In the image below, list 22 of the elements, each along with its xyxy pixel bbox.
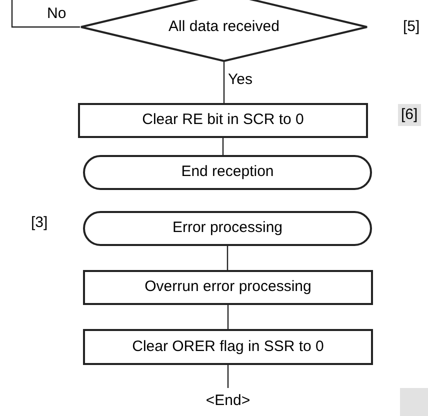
process-box [83, 270, 373, 305]
step-number: [6] [398, 104, 421, 126]
step-number: [3] [30, 213, 49, 233]
terminal-box [83, 155, 372, 190]
step-text: Overrun error processing [144, 277, 312, 298]
connector-line [227, 305, 229, 329]
connector-line [11, 0, 80, 28]
connector-line [226, 246, 228, 270]
decision-diamond [80, 0, 368, 62]
step-text: Clear ORER flag in SSR to 0 [132, 336, 324, 357]
terminal-box [83, 211, 372, 246]
step-text: All data received [168, 16, 280, 37]
step-number: [5] [402, 17, 421, 37]
process-box [83, 329, 373, 365]
end-label: <End> [206, 390, 250, 411]
step-text: Error processing [172, 218, 283, 238]
step-text: Clear RE bit in SCR to 0 [142, 110, 304, 130]
connector-line [222, 138, 224, 155]
process-box [78, 103, 368, 138]
step-text: End reception [181, 162, 274, 182]
connector-line [223, 62, 225, 103]
connector-line [227, 365, 229, 388]
